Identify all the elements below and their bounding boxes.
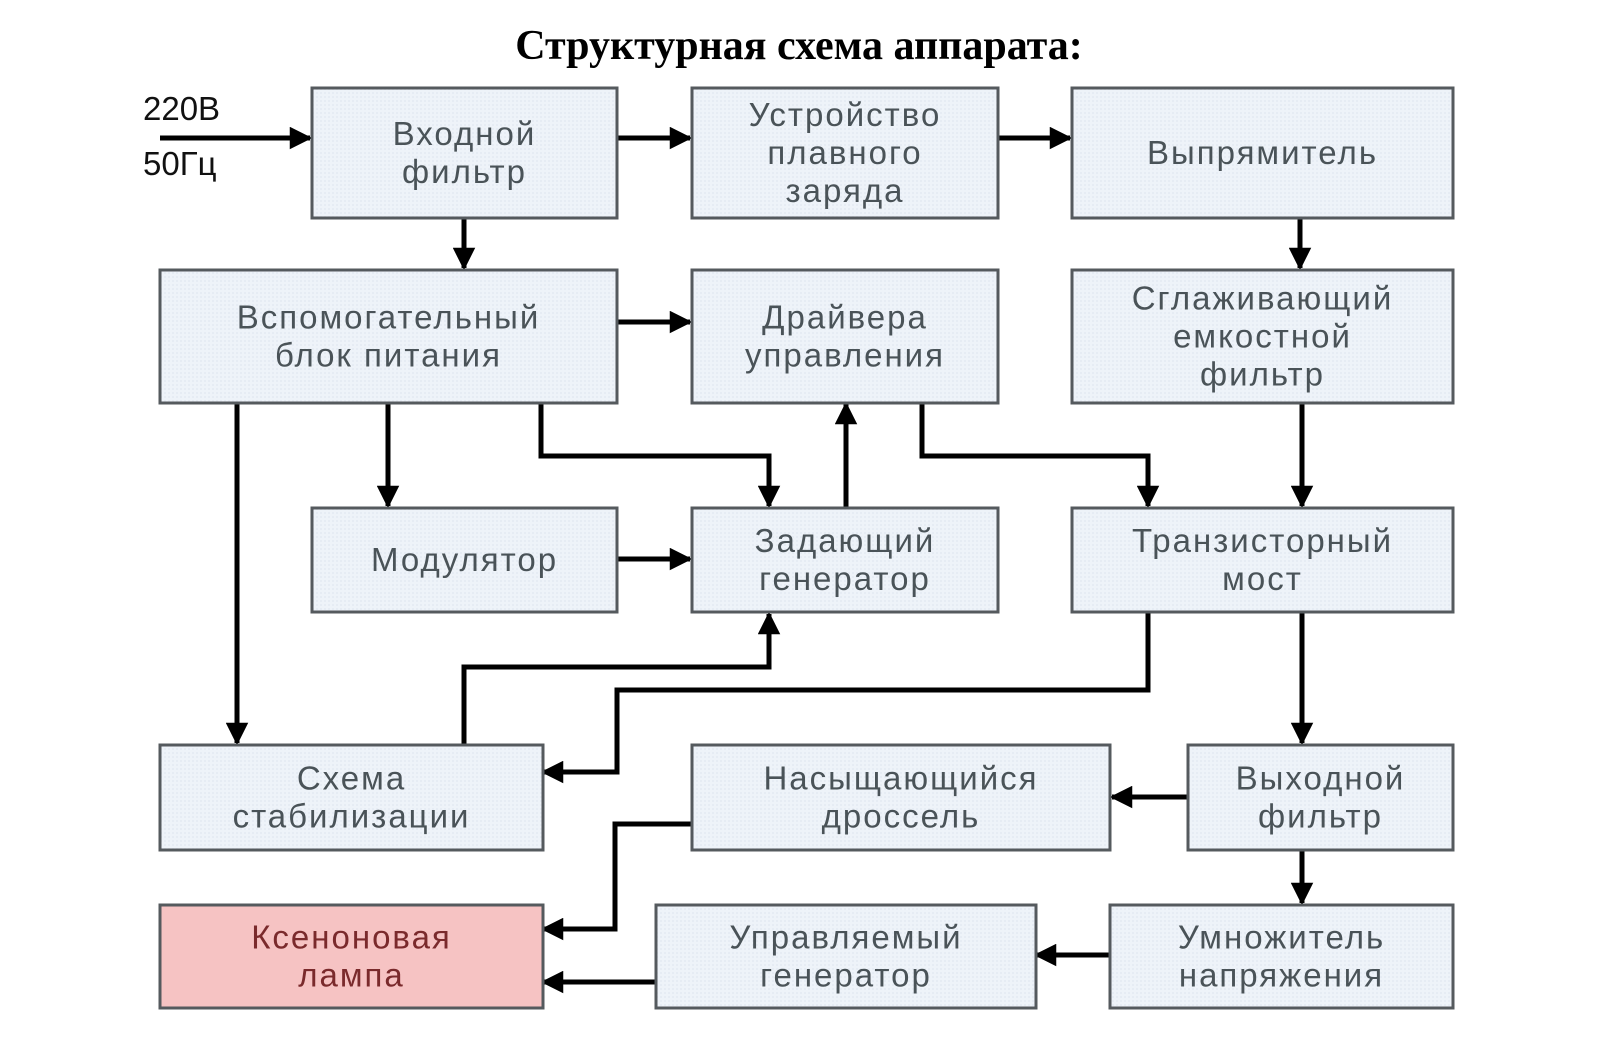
arrow-aux-psu-to-master-oscillator (538, 403, 781, 509)
block-label-line: Выходной (1236, 760, 1406, 797)
block-frame (1186, 743, 1455, 852)
block-frame (158, 268, 619, 405)
block-label-line: генератор (759, 560, 931, 597)
block-label-line: Входной (393, 115, 537, 152)
block-label-line: генератор (760, 957, 932, 994)
blocks: ВходнойфильтрУстройствоплавногозарядаВып… (158, 86, 1455, 1010)
block-label-line: Вспомогательный (237, 299, 541, 336)
block-label-line: фильтр (1258, 798, 1383, 835)
connections (160, 126, 1314, 994)
block-label-line: Умножитель (1178, 919, 1385, 956)
block-frame (690, 86, 1000, 220)
block-frame (690, 506, 1000, 614)
block-label-line: Ксеноновая (251, 919, 452, 956)
block-modulator: Модулятор (310, 506, 619, 614)
block-frame (158, 743, 545, 852)
block-label-line: лампа (298, 957, 405, 994)
block-label-line: Выпрямитель (1147, 134, 1378, 171)
block-label-line: мост (1222, 560, 1303, 597)
block-label-line: Схема (297, 760, 406, 797)
block-label-line: плавного (767, 134, 922, 171)
block-label-line: дроссель (822, 798, 981, 835)
block-frame (310, 506, 619, 614)
arrow-stabilization-to-master-oscillator (461, 611, 781, 745)
block-frame (1070, 268, 1455, 405)
block-frame (310, 86, 619, 220)
input-frequency-label: 50Гц (143, 145, 217, 182)
block-rectifier: Выпрямитель (1070, 86, 1455, 220)
block-frame (654, 903, 1038, 1010)
block-label-line: Задающий (755, 522, 936, 559)
arrow-transistor-bridge-to-stabilization (540, 612, 1151, 784)
block-label-line: Сглаживающий (1132, 280, 1394, 317)
block-label-line: емкостной (1173, 318, 1352, 355)
block-label-line: фильтр (402, 153, 527, 190)
block-frame (1108, 903, 1455, 1010)
block-frame (158, 903, 545, 1010)
block-frame (690, 268, 1000, 405)
block-label-line: фильтр (1200, 356, 1325, 393)
block-label-line: Модулятор (371, 541, 558, 578)
block-label-line: Управляемый (729, 919, 962, 956)
block-label-line: напряжения (1179, 957, 1384, 994)
block-label-line: стабилизации (233, 798, 471, 835)
block-label-line: заряда (786, 172, 905, 209)
block-frame (690, 743, 1112, 852)
block-label-line: блок питания (275, 337, 502, 374)
arrow-drivers-to-transistor-bridge (919, 403, 1160, 509)
block-label-line: Устройство (749, 96, 942, 133)
block-label-line: управления (745, 337, 945, 374)
block-frame (1070, 506, 1455, 614)
block-label-line: Транзисторный (1132, 522, 1393, 559)
diagram-title: Структурная схема аппарата: (515, 23, 1083, 69)
block-label-line: Драйвера (762, 299, 928, 336)
arrow-saturating-choke-to-xenon-lamp (540, 821, 692, 941)
input-voltage-label: 220В (143, 90, 220, 127)
block-label-line: Насыщающийся (763, 760, 1038, 797)
block-frame (1070, 86, 1455, 220)
